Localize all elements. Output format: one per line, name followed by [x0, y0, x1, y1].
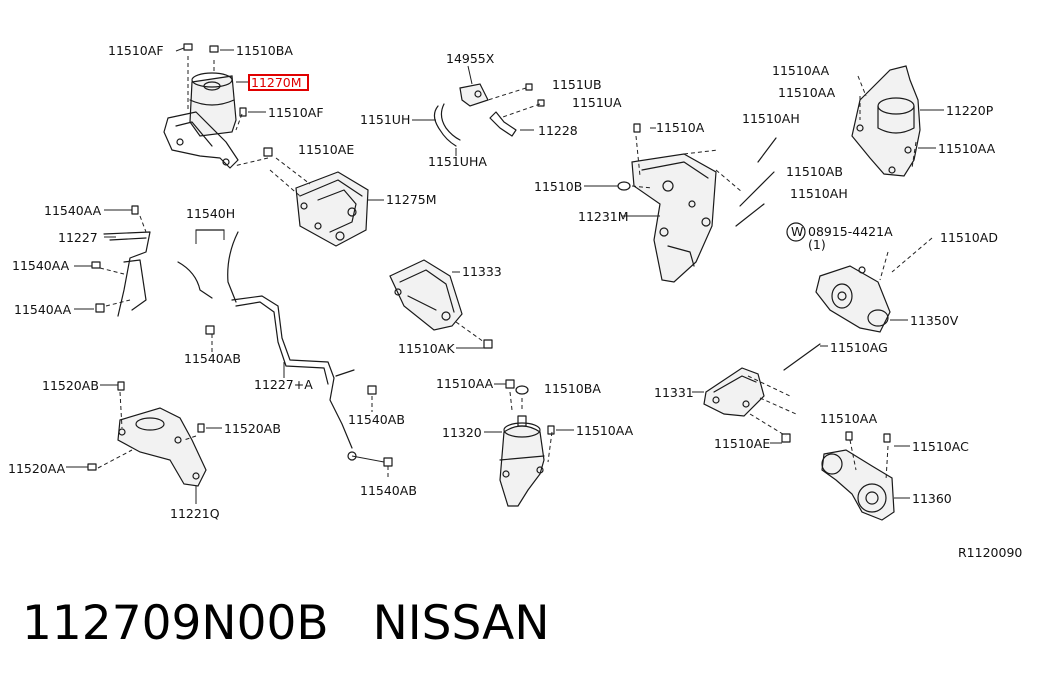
- part-label: 11520AB: [42, 378, 99, 393]
- part-label: 11510A: [656, 120, 705, 135]
- part-label: 11510AC: [912, 439, 969, 454]
- part-label: 11510AG: [830, 340, 888, 355]
- mount-11220p-drawing: [851, 65, 944, 177]
- w-symbol: W: [791, 224, 803, 239]
- part-label: 11320: [442, 425, 482, 440]
- bracket-14955x-drawing: [412, 65, 545, 156]
- part-label: 11540AA: [44, 203, 102, 218]
- part-label: 11540AA: [12, 258, 70, 273]
- bracket-11231m-drawing: [584, 123, 777, 283]
- part-label: 14955X: [446, 51, 495, 66]
- part-label: 11510AA: [938, 141, 996, 156]
- part-label: 11510AA: [778, 85, 836, 100]
- part-label: 11227+A: [254, 377, 313, 392]
- part-label: 1151UA: [572, 95, 622, 110]
- part-label: 11350V: [910, 313, 959, 328]
- part-label: 11510AA: [820, 411, 878, 426]
- part-label: 1151UH: [360, 112, 410, 127]
- bracket-11221q-drawing: [66, 381, 222, 504]
- part-label: 11331: [654, 385, 694, 400]
- part-label: 11360: [912, 491, 952, 506]
- part-label: 11510AB: [786, 164, 843, 179]
- part-label: 11540AB: [348, 412, 405, 427]
- highlight-box: [248, 74, 309, 91]
- part-label-highlighted: 11270M: [251, 75, 302, 90]
- rod-11227-drawing: [74, 205, 151, 317]
- part-label: 11510BA: [544, 381, 601, 396]
- hose-11540h-drawing: [177, 229, 393, 480]
- part-label: 11510AE: [714, 436, 770, 451]
- part-label: 11510BA: [236, 43, 293, 58]
- part-label: 11540H: [186, 206, 235, 221]
- part-label: 11510AF: [268, 105, 324, 120]
- part-label: 11510AE: [298, 142, 354, 157]
- part-label: 11228: [538, 123, 578, 138]
- part-label: 11540AA: [14, 302, 72, 317]
- part-label: 11510AH: [790, 186, 848, 201]
- part-label: 11510AF: [108, 43, 164, 58]
- part-label: 1151UB: [552, 77, 602, 92]
- part-label: 11221Q: [170, 506, 220, 521]
- bracket-11275m-drawing: [269, 157, 384, 247]
- part-label: 1151UHA: [428, 154, 487, 169]
- part-label: 11227: [58, 230, 98, 245]
- mount-11350v-drawing: [786, 222, 933, 333]
- bracket-11331-drawing: [692, 343, 828, 444]
- part-label: 11510B: [534, 179, 582, 194]
- part-label: 11540AB: [360, 483, 417, 498]
- mount-11360-drawing: [821, 431, 910, 521]
- brand-name: NISSAN: [372, 596, 550, 651]
- footer-caption: 112709N00B NISSAN: [22, 596, 550, 660]
- part-label: 11540AB: [184, 351, 241, 366]
- part-label: 11520AB: [224, 421, 281, 436]
- part-label: 11510AH: [742, 111, 800, 126]
- part-label: 11220P: [946, 103, 994, 118]
- part-label: 11275M: [386, 192, 437, 207]
- part-label: 11510AA: [436, 376, 494, 391]
- part-label: 08915-4421A: [808, 224, 893, 239]
- quantity-label: (1): [808, 237, 826, 252]
- reference-code: R1120090: [958, 545, 1022, 560]
- mount-11320-drawing: [484, 379, 574, 507]
- part-label: 11510AA: [772, 63, 830, 78]
- part-label: 11231M: [578, 209, 629, 224]
- part-label: 11520AA: [8, 461, 66, 476]
- part-label: 11510AD: [940, 230, 998, 245]
- part-label: 11333: [462, 264, 502, 279]
- engine-mount-11270m-drawing: [163, 43, 273, 169]
- part-label: 11510AA: [576, 423, 634, 438]
- bracket-11333-drawing: [389, 259, 493, 349]
- part-label: 11510AK: [398, 341, 455, 356]
- part-number: 112709N00B: [22, 596, 329, 651]
